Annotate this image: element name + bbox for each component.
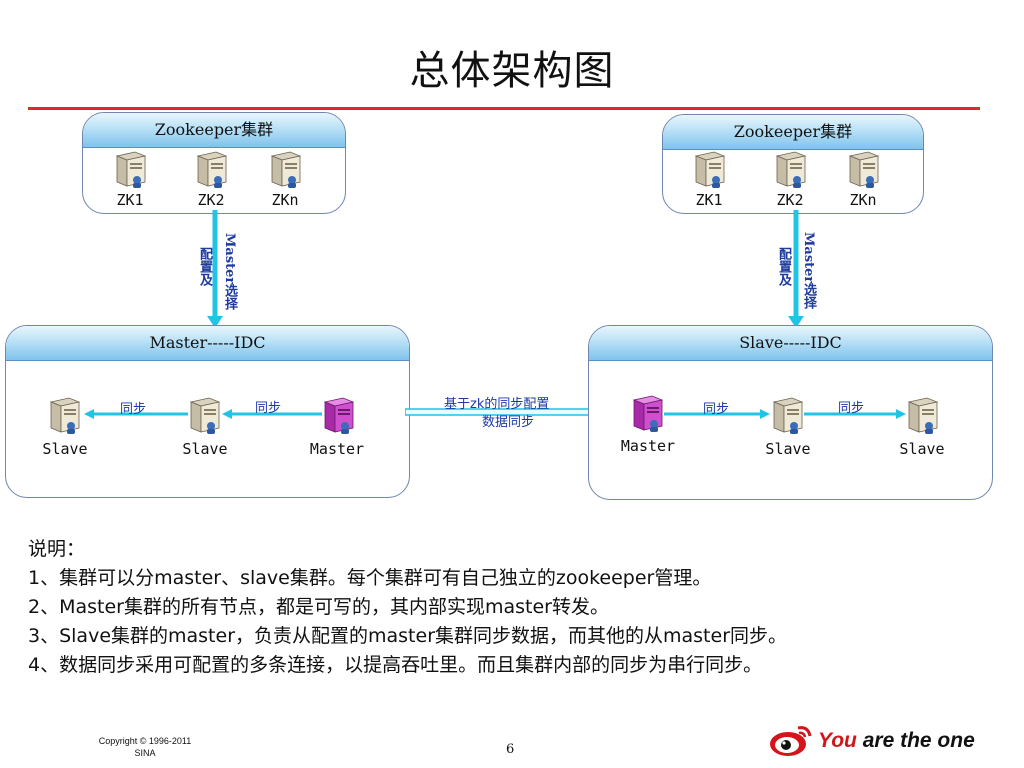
slogan-you: You [818, 729, 857, 752]
sync-arrow [664, 409, 770, 419]
node-label: Slave [42, 440, 88, 458]
zk-node-label: ZK2 [776, 191, 804, 209]
notes-item: 3、Slave集群的master，负责从配置的master集群同步数据，而其他的… [28, 625, 788, 647]
server-icon [848, 151, 880, 188]
slide-title: 总体架构图 [409, 48, 615, 94]
master-idc-title: Master-----IDC [6, 326, 409, 361]
config-arrow-left [207, 210, 223, 328]
server-icon [694, 151, 726, 188]
cross-sync-label-1: 基于zk的同步配置 [444, 397, 550, 412]
slogan: You are the one [818, 729, 975, 753]
zookeeper-cluster-left-title: Zookeeper集群 [83, 113, 345, 148]
sync-label: 同步 [255, 401, 282, 416]
sync-label: 同步 [838, 401, 865, 416]
weibo-eye-logo [770, 726, 812, 756]
server-icon [772, 397, 804, 434]
server-icon [189, 397, 221, 434]
notes-item: 1、集群可以分master、slave集群。每个集群可有自己独立的zookeep… [28, 567, 712, 589]
server-icon [49, 397, 81, 434]
sync-arrow [84, 409, 188, 419]
zookeeper-cluster-right-title: Zookeeper集群 [663, 115, 923, 150]
notes-heading: 说明： [28, 538, 86, 560]
slogan-rest: are the one [856, 729, 975, 752]
zk-node-label: ZK2 [197, 191, 225, 209]
node-label: Master [620, 437, 676, 455]
server-icon [115, 151, 147, 188]
node-label: Master [309, 440, 365, 458]
copyright: Copyright © 1996-2011 SINA [80, 735, 210, 759]
server-icon [196, 151, 228, 188]
config-arrow-right [788, 210, 804, 328]
notes-item: 4、数据同步采用可配置的多条连接，以提高吞吐里。而且集群内部的同步为串行同步。 [28, 654, 763, 676]
config-label-right-1: 配置及 [776, 247, 791, 286]
sync-arrow [222, 409, 322, 419]
config-label-right-2: Master选择 [801, 232, 816, 310]
page-number: 6 [506, 742, 515, 757]
server-icon [270, 151, 302, 188]
node-label: Slave [182, 440, 228, 458]
node-label: Slave [765, 440, 811, 458]
server-icon [775, 151, 807, 188]
sync-arrow [804, 409, 906, 419]
zk-node-label: ZKn [849, 191, 877, 209]
zk-node-label: ZKn [271, 191, 299, 209]
node-label: Slave [899, 440, 945, 458]
server-icon [907, 397, 939, 434]
sync-label: 同步 [703, 402, 730, 417]
master-server-icon [632, 395, 664, 432]
copyright-line2: SINA [134, 748, 156, 758]
sync-label: 同步 [120, 402, 147, 417]
zk-node-label: ZK1 [116, 191, 144, 209]
notes-block: 说明： 1、集群可以分master、slave集群。每个集群可有自己独立的zoo… [28, 535, 787, 680]
cross-sync-label-2: 数据同步 [482, 415, 535, 430]
slave-idc-title: Slave-----IDC [589, 326, 992, 361]
zk-node-label: ZK1 [695, 191, 723, 209]
notes-item: 2、Master集群的所有节点，都是可写的，其内部实现master转发。 [28, 596, 609, 618]
copyright-line1: Copyright © 1996-2011 [98, 736, 192, 746]
master-server-icon [323, 397, 355, 434]
config-label-left-1: 配置及 [197, 247, 212, 286]
config-label-left-2: Master选择 [222, 233, 237, 311]
title-divider [28, 107, 980, 110]
